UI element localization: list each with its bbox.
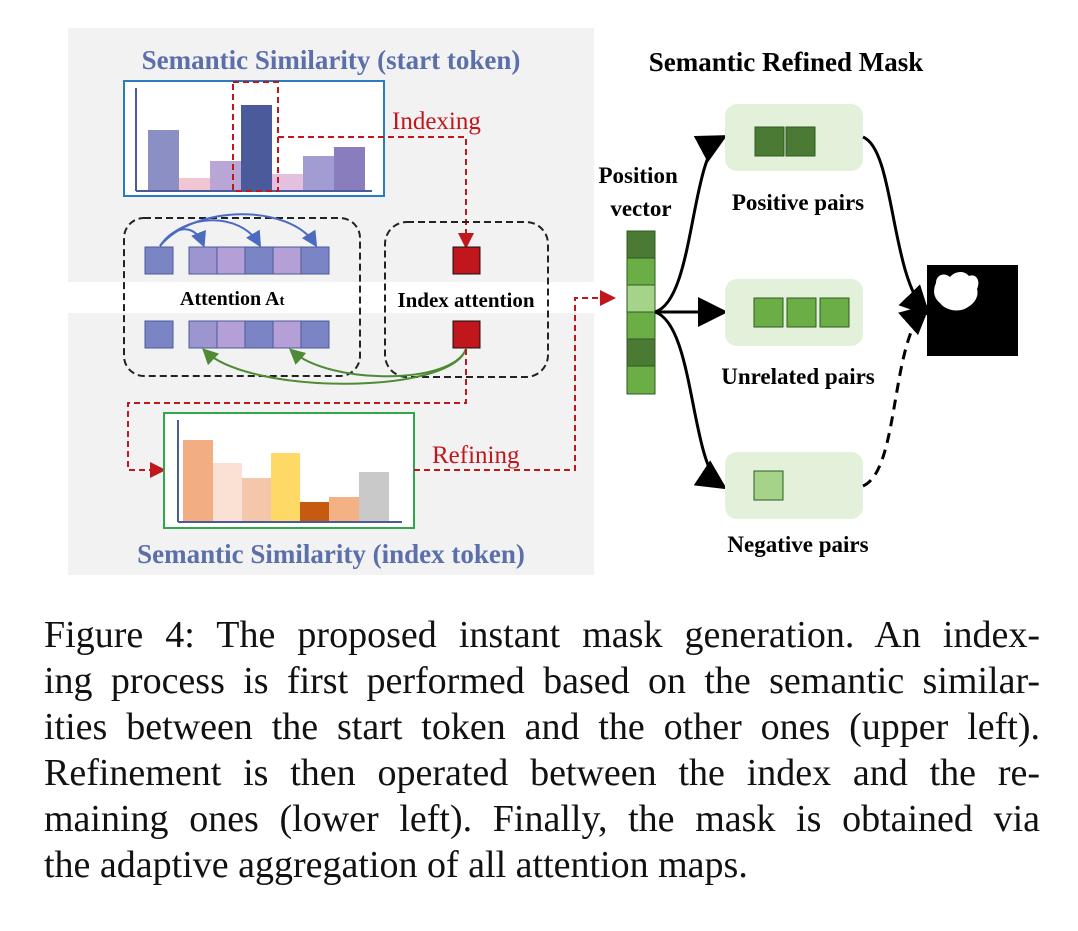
hist-bar <box>329 497 359 521</box>
hist-bar <box>300 502 329 521</box>
hist-bar <box>271 453 300 521</box>
refine-arc <box>289 348 467 378</box>
hist-bar <box>210 161 241 190</box>
hist-bar <box>359 472 389 521</box>
attention-arc <box>159 213 318 248</box>
position-vector-label: Position vector <box>599 163 684 221</box>
branch-positive <box>654 135 728 314</box>
method-figure: Semantic Similarity (start token) Indexi… <box>68 28 1018 575</box>
token <box>272 320 302 349</box>
token <box>216 246 246 275</box>
caption-line: Figure 4: The proposed instant mask gene… <box>44 614 1040 656</box>
vector-cell <box>626 257 656 286</box>
attention-label: Attention At <box>180 288 284 310</box>
positive-pairs-label: Positive pairs <box>732 190 864 215</box>
hist-bar <box>179 178 210 190</box>
unrel-token <box>753 297 784 328</box>
token <box>144 246 174 275</box>
hist-bar <box>241 105 272 190</box>
branch-arrows <box>654 135 728 490</box>
top-panel-title: Semantic Similarity (start token) <box>142 45 521 75</box>
attention-arcs <box>159 213 318 248</box>
vector-cell <box>626 365 656 395</box>
hist-bar <box>213 463 242 521</box>
refine-arcs <box>202 348 467 385</box>
pos-token <box>754 126 785 157</box>
mask-title: Semantic Refined Mask <box>649 47 923 77</box>
attention-label-main: Attention A <box>180 288 280 310</box>
negative-pairs-label: Negative pairs <box>727 532 868 557</box>
selected-token-highlight <box>232 81 279 192</box>
token <box>188 246 218 275</box>
index-token-histogram <box>177 420 402 523</box>
vector-cell <box>626 338 656 367</box>
neg-token <box>753 470 784 501</box>
hist-bar <box>148 130 179 190</box>
unrel-token <box>819 297 850 328</box>
token <box>144 320 174 349</box>
token <box>188 320 218 349</box>
token <box>300 246 330 275</box>
hist-bar <box>334 147 365 190</box>
index-token-bottom <box>452 320 481 349</box>
index-token-top <box>452 246 481 275</box>
figure-caption: Figure 4: The proposed instant mask gene… <box>44 612 1040 888</box>
unrelated-pairs-label: Unrelated pairs <box>721 364 875 389</box>
unrel-token <box>786 297 817 328</box>
indexing-arrow <box>278 136 474 249</box>
token <box>244 246 274 275</box>
positive-to-mask-arrow <box>862 135 931 317</box>
position-vector <box>626 230 656 395</box>
hist-bar <box>272 174 303 190</box>
indexing-label: Indexing <box>392 108 481 135</box>
position-vector-label-line1: Position <box>599 163 678 188</box>
token <box>272 246 302 275</box>
vector-cell <box>626 284 656 313</box>
index-to-histogram-arrow <box>127 349 467 478</box>
refining-label: Refining <box>432 442 520 469</box>
token <box>244 320 274 349</box>
caption-line: ing process is first performed based on … <box>44 660 1040 702</box>
attention-box <box>123 217 361 377</box>
hist-bar <box>303 156 334 190</box>
token <box>300 320 330 349</box>
caption-line: Refinement is then operated between the … <box>44 752 1040 794</box>
token-row-bottom <box>144 320 330 349</box>
refining-arrow <box>414 290 616 471</box>
index-attention-label: Index attention <box>397 288 534 312</box>
start-token-histogram <box>135 88 372 192</box>
position-vector-label-line2: vector <box>610 196 671 221</box>
caption-line: the adaptive aggregation of all attentio… <box>44 844 748 886</box>
index-attention-box <box>384 221 549 378</box>
negative-to-mask-arrow <box>862 304 931 488</box>
hist-bar <box>242 478 271 521</box>
vector-cell <box>626 311 656 340</box>
attention-label-sub: t <box>279 293 284 309</box>
mask-blob <box>934 271 979 311</box>
caption-line: ities between the start token and the ot… <box>44 706 1040 748</box>
hist-bar <box>183 440 213 521</box>
bottom-panel-title: Semantic Similarity (index token) <box>137 539 525 569</box>
token <box>216 320 246 349</box>
branch-negative <box>654 310 728 490</box>
token-row-top <box>144 246 330 275</box>
pos-token <box>785 126 816 157</box>
vector-cell <box>626 230 656 259</box>
negative-pairs-box <box>725 452 863 519</box>
caption-line: maining ones (lower left). Finally, the … <box>44 798 1040 840</box>
